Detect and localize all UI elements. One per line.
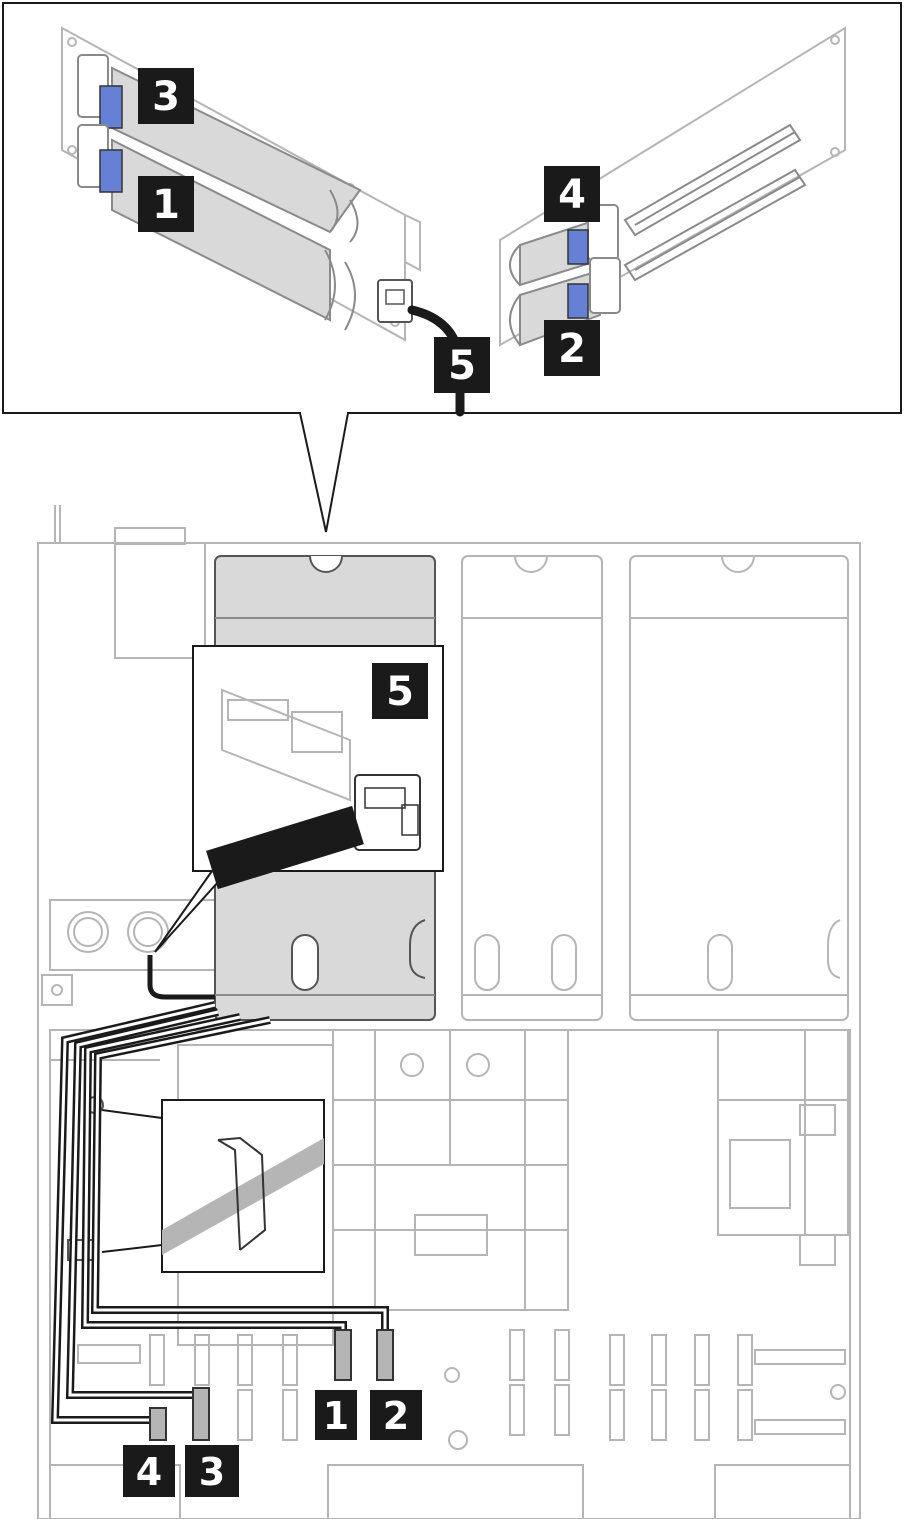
server-chassis [37, 505, 861, 1519]
bottom-label-3: 3 [185, 1445, 239, 1497]
connector-5-inset: 5 [154, 645, 444, 953]
svg-text:4: 4 [136, 1450, 162, 1494]
board-connector-1 [334, 1329, 352, 1381]
routed-cable-3 [65, 1008, 219, 1399]
svg-text:1: 1 [323, 1394, 349, 1438]
riser-cage-2 [461, 555, 603, 1021]
inset-power-cable [206, 805, 364, 890]
top-label-5: 5 [434, 337, 490, 393]
ribbon-connector-3 [77, 54, 123, 129]
top-label-2: 2 [544, 320, 600, 376]
svg-text:3: 3 [152, 74, 180, 120]
svg-text:2: 2 [383, 1394, 409, 1438]
bottom-label-4: 4 [123, 1445, 175, 1497]
board-connector-3 [192, 1387, 210, 1441]
bottom-label-2: 2 [370, 1390, 422, 1440]
svg-text:3: 3 [199, 1450, 225, 1494]
routed-cable-2 [90, 1016, 389, 1335]
right-riser-card [499, 26, 846, 347]
right-module-area [717, 1029, 849, 1266]
pcie-slot-upper [623, 123, 802, 237]
svg-text:2: 2 [558, 326, 586, 372]
board-connector-4 [149, 1407, 167, 1441]
inset-riser-board [221, 688, 351, 802]
board-connector-2 [376, 1329, 394, 1381]
top-label-1: 1 [138, 176, 194, 232]
riser-cage-3 [629, 555, 849, 1021]
processor-socket-area [332, 1029, 569, 1311]
ribbon-connector-1 [77, 124, 123, 193]
bottom-label-1: 1 [315, 1390, 357, 1440]
svg-text:4: 4 [558, 172, 586, 218]
ribbon-connector-2 [567, 257, 621, 319]
cable-clip-inset [101, 1099, 325, 1273]
chassis-power-cable [147, 955, 215, 1000]
svg-text:5: 5 [386, 669, 414, 715]
inset-label-5: 5 [372, 663, 428, 719]
top-label-4: 4 [544, 166, 600, 222]
pcie-slot-lower [623, 168, 807, 282]
routed-cable-4 [50, 1001, 216, 1424]
top-label-3: 3 [138, 68, 194, 124]
riser-power-connector [377, 279, 413, 323]
inset-power-connector [354, 774, 421, 851]
system-board-connector-row [77, 1329, 846, 1450]
svg-text:1: 1 [152, 182, 180, 228]
psu-bay [41, 899, 216, 1006]
svg-text:5: 5 [448, 343, 476, 389]
fan-area [49, 1464, 851, 1519]
